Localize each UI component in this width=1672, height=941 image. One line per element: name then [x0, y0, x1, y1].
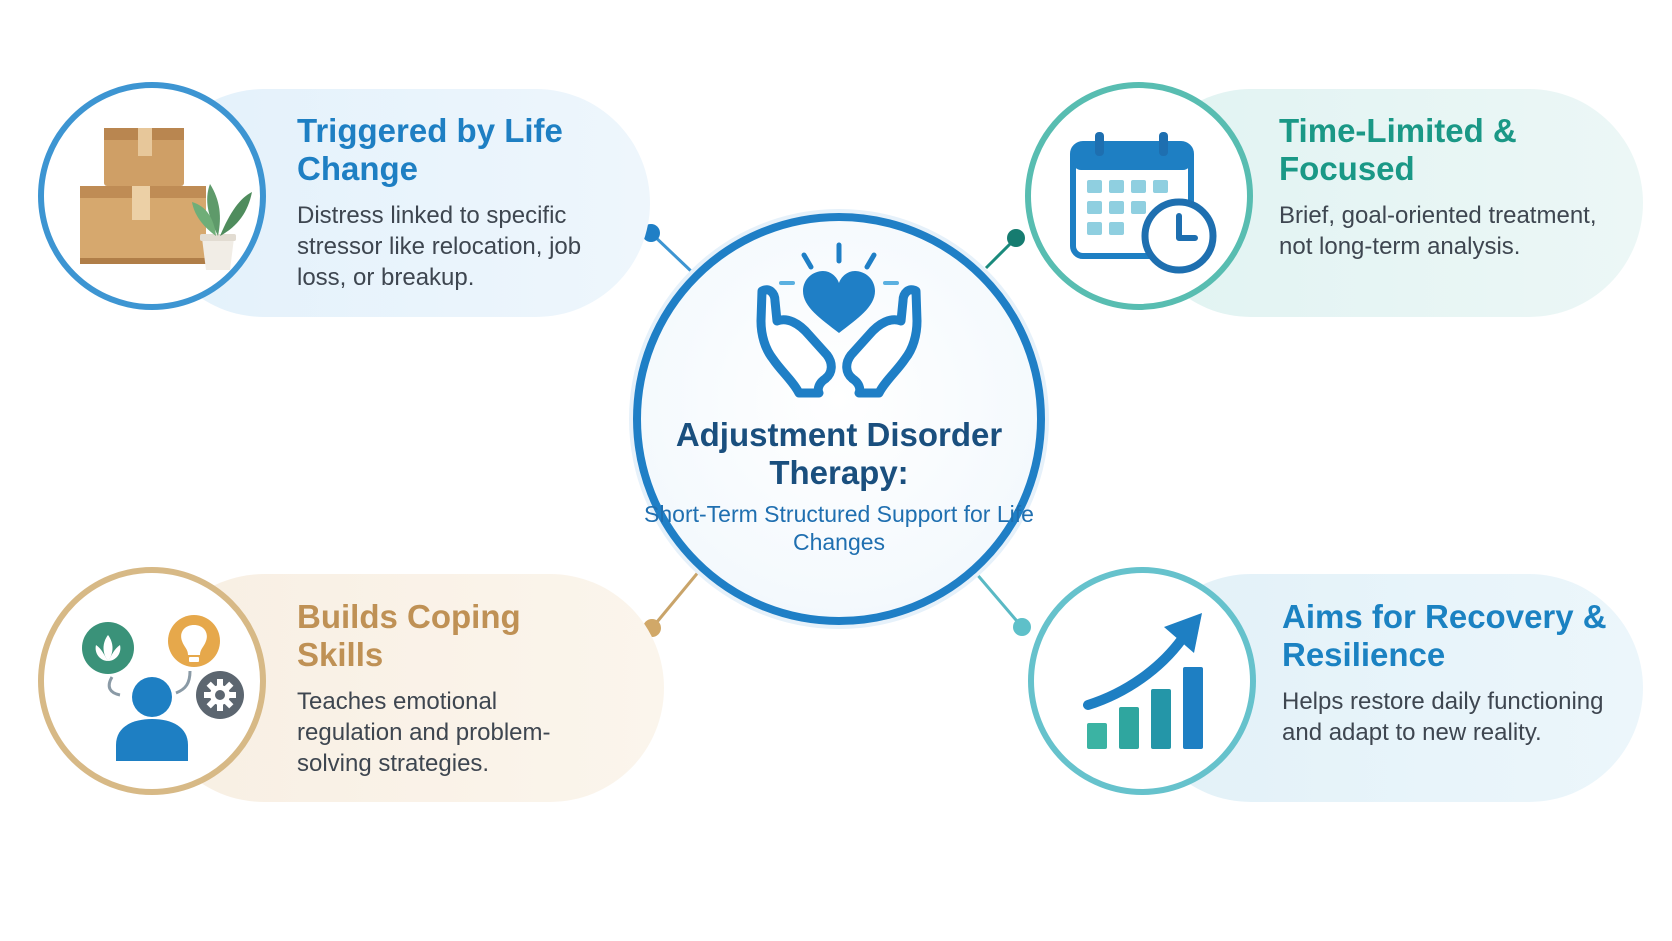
card-life-change-title: Triggered by Life Change [297, 112, 563, 187]
connector-top-left [649, 231, 694, 274]
center-hub: Adjustment Disorder Therapy: Short-Term … [633, 213, 1045, 625]
card-recovery-title: Aims for Recovery & Resilience [1282, 598, 1607, 673]
moving-boxes-icon [80, 128, 252, 270]
card-coping-skills-description: Teaches emotional regulation and problem… [297, 688, 551, 777]
card-time-limited-text: Time-Limited & Focused Brief, goal-orien… [1279, 112, 1619, 262]
card-recovery-icon-circle [1028, 567, 1256, 795]
calendar-clock-icon [1070, 132, 1217, 274]
card-recovery-text: Aims for Recovery & Resilience Helps res… [1282, 598, 1627, 748]
growth-chart-icon [1083, 613, 1203, 749]
card-life-change-description: Distress linked to specific stressor lik… [297, 202, 582, 291]
hands-heart-icon [756, 242, 922, 398]
card-time-limited-title: Time-Limited & Focused [1279, 112, 1517, 187]
card-life-change-icon-circle [38, 82, 266, 310]
card-coping-skills-text: Builds Coping Skills Teaches emotional r… [297, 598, 607, 779]
center-subtitle: Short-Term Structured Support for Life C… [644, 501, 1034, 555]
card-life-change-text: Triggered by Life Change Distress linked… [297, 112, 617, 293]
connector-dot-top-right [1007, 229, 1025, 247]
card-coping-skills-icon-circle [38, 567, 266, 795]
connector-dot-bottom-right [1013, 618, 1031, 636]
card-recovery-description: Helps restore daily functioning and adap… [1282, 688, 1604, 746]
card-time-limited-icon-circle [1025, 82, 1253, 310]
center-title: Adjustment Disorder Therapy: [675, 416, 1003, 491]
connector-bottom-left [650, 569, 702, 629]
card-coping-skills-title: Builds Coping Skills [297, 598, 521, 673]
person-ideas-icon [82, 615, 244, 761]
card-time-limited-description: Brief, goal-oriented treatment, not long… [1279, 202, 1597, 260]
connector-bottom-right [973, 571, 1024, 628]
